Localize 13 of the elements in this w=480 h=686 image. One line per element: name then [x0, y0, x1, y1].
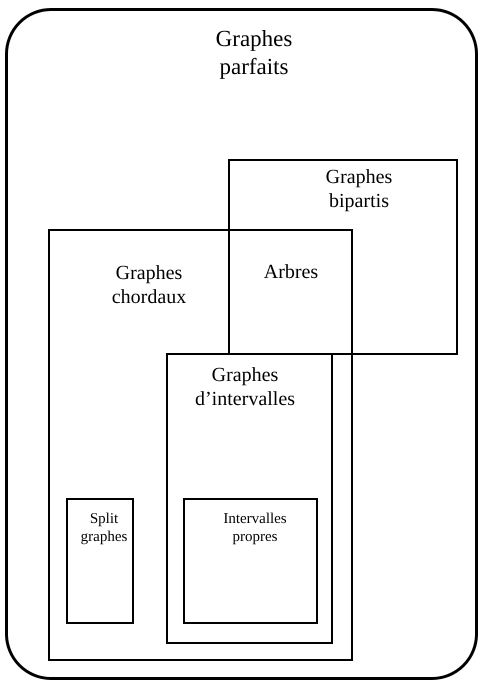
- set-name: Intervalles propres: [222, 510, 288, 546]
- set-name: Graphes chordaux: [110, 261, 188, 309]
- overlap-label: Arbres: [262, 260, 320, 284]
- set-frame: [48, 229, 353, 661]
- set-frame: [5, 8, 478, 680]
- set-name: Graphes parfaits: [214, 25, 294, 80]
- set-name: Graphes bipartis: [324, 165, 394, 213]
- set-frame: [66, 498, 134, 624]
- set-frame: [166, 353, 333, 644]
- set-name: Split graphes: [80, 510, 128, 546]
- set-frame: [228, 159, 458, 355]
- set-frame: [183, 498, 318, 624]
- set-name: Graphes d’intervalles: [194, 363, 296, 411]
